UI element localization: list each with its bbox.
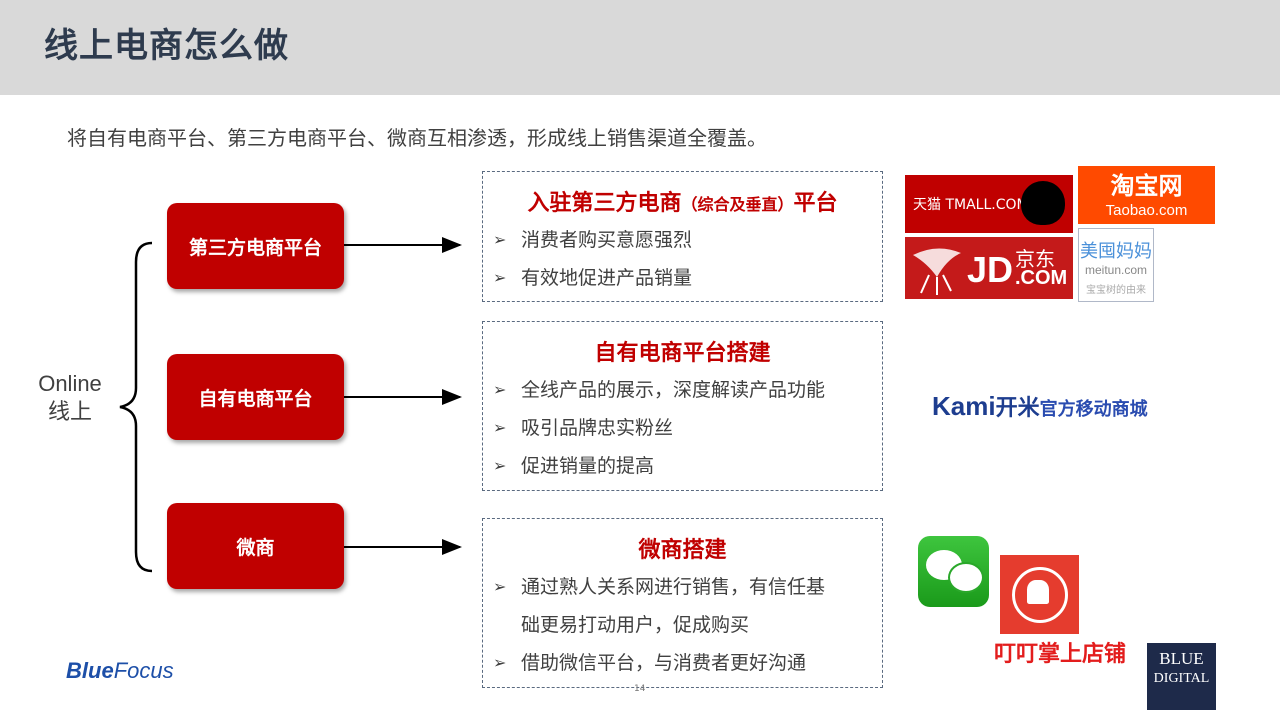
online-label-en: Online xyxy=(38,371,102,396)
tmall-cat-icon xyxy=(1021,181,1065,225)
info-title-main: 入驻第三方电商 xyxy=(527,191,682,216)
taobao-logo-cn: 淘宝网 xyxy=(1110,172,1183,200)
arrow-bullet-icon: ➢ xyxy=(493,230,507,249)
bullet-list: ➢ 通过熟人关系网进行销售，有信任基 础更易打动用户，促成购买 ➢ 借助微信平台，与… xyxy=(483,568,882,682)
kami-store-text: 官方移动商城 xyxy=(1039,399,1148,419)
arrow-bullet-icon: ➢ xyxy=(493,380,507,399)
bullet-text: 促进销量的提高 xyxy=(521,455,655,477)
info-title-end: 平台 xyxy=(793,191,838,216)
dingding-icon xyxy=(1000,555,1079,634)
channel-box-third-party: 第三方电商平台 xyxy=(167,203,344,289)
info-title: 自有电商平台搭建 xyxy=(594,341,771,366)
list-item: ➢ 消费者购买意愿强烈 xyxy=(483,221,882,259)
channel-box-own-platform: 自有电商平台 xyxy=(167,354,344,440)
bullet-text: 础更易打动用户，促成购买 xyxy=(521,614,750,636)
jd-logo-com: .COM xyxy=(1015,267,1068,289)
bluefocus-logo-blue: Blue xyxy=(66,658,114,683)
bluefocus-logo-focus: Focus xyxy=(113,658,174,683)
list-item: ➢ 借助微信平台，与消费者更好沟通 xyxy=(483,644,882,682)
subtitle-text: 将自有电商平台、第三方电商平台、微商互相渗透，形成线上销售渠道全覆盖。 xyxy=(67,126,767,150)
meitun-logo-en: meitun.com xyxy=(1084,263,1148,277)
bullet-list: ➢ 全线产品的展示，深度解读产品功能 ➢ 吸引品牌忠实粉丝 ➢ 促进销量的提高 xyxy=(483,371,882,485)
meitun-logo: 美囤妈妈 meitun.com 宝宝树的由来 xyxy=(1078,228,1154,302)
blue-digital-line2: DIGITAL xyxy=(1153,671,1210,686)
taobao-logo-en: Taobao.com xyxy=(1105,202,1188,219)
bullet-text: 借助微信平台，与消费者更好沟通 xyxy=(521,652,807,674)
taobao-logo: 淘宝网 Taobao.com xyxy=(1078,166,1215,224)
bullet-text: 有效地促进产品销量 xyxy=(521,267,693,289)
list-item: ➢ 促进销量的提高 xyxy=(483,447,882,485)
kami-logo: Kami开米官方移动商城 xyxy=(932,390,1148,422)
arrow-bullet-icon: ➢ xyxy=(493,456,507,475)
info-box-third-party: 入驻第三方电商（综合及垂直）平台 ➢ 消费者购买意愿强烈 ➢ 有效地促进产品销量 xyxy=(482,171,883,302)
jd-logo-cn: 京东 xyxy=(1015,249,1055,271)
list-item: ➢ 有效地促进产品销量 xyxy=(483,259,882,297)
info-title: 入驻第三方电商（综合及垂直）平台 xyxy=(483,185,882,217)
blue-digital-line1: BLUE xyxy=(1159,649,1204,668)
info-title: 微商搭建 xyxy=(638,538,727,563)
arrow-bullet-icon: ➢ xyxy=(493,268,507,287)
bullet-text: 消费者购买意愿强烈 xyxy=(521,229,693,251)
online-label: Online 线上 xyxy=(22,370,118,426)
list-item: ➢ 通过熟人关系网进行销售，有信任基 xyxy=(483,568,882,606)
list-item: 础更易打动用户，促成购买 xyxy=(483,606,882,644)
jd-logo: JD 京东 .COM xyxy=(905,237,1073,299)
page-number: 14 xyxy=(634,684,646,694)
tmall-logo: 天猫 TMALL.COM xyxy=(905,175,1073,233)
page-title: 线上电商怎么做 xyxy=(44,26,289,66)
jd-dog-icon xyxy=(913,248,961,295)
list-item: ➢ 吸引品牌忠实粉丝 xyxy=(483,409,882,447)
kami-logo-en: Kami xyxy=(932,391,996,421)
bullet-list: ➢ 消费者购买意愿强烈 ➢ 有效地促进产品销量 xyxy=(483,221,882,297)
bluefocus-logo: BlueFocus xyxy=(66,658,174,684)
arrow-bullet-icon: ➢ xyxy=(493,577,507,596)
list-item: ➢ 全线产品的展示，深度解读产品功能 xyxy=(483,371,882,409)
info-box-wechat-commerce: 微商搭建 ➢ 通过熟人关系网进行销售，有信任基 础更易打动用户，促成购买 ➢ 借助微… xyxy=(482,518,883,688)
title-bar: 线上电商怎么做 xyxy=(0,0,1280,95)
bullet-text: 全线产品的展示，深度解读产品功能 xyxy=(521,379,826,401)
meitun-logo-cn: 美囤妈妈 xyxy=(1080,241,1152,262)
info-box-own-platform: 自有电商平台搭建 ➢ 全线产品的展示，深度解读产品功能 ➢ 吸引品牌忠实粉丝 ➢ 促进… xyxy=(482,321,883,491)
arrow-bullet-icon: ➢ xyxy=(493,653,507,672)
kami-logo-cn: 开米 xyxy=(995,395,1040,420)
blue-digital-logo: BLUE DIGITAL xyxy=(1147,643,1216,710)
wechat-icon xyxy=(918,536,989,607)
tmall-logo-text: 天猫 TMALL.COM xyxy=(913,197,1029,213)
arrow-bullet-icon: ➢ xyxy=(493,418,507,437)
bullet-text: 吸引品牌忠实粉丝 xyxy=(521,417,674,439)
online-label-cn: 线上 xyxy=(47,399,92,424)
bullet-text: 通过熟人关系网进行销售，有信任基 xyxy=(521,576,826,598)
info-title-paren: （综合及垂直） xyxy=(681,195,794,214)
channel-box-wechat-commerce: 微商 xyxy=(167,503,344,589)
jd-logo-jd: JD xyxy=(967,249,1014,290)
meitun-logo-tagline: 宝宝树的由来 xyxy=(1086,285,1146,296)
dingding-label: 叮叮掌上店铺 xyxy=(994,642,1127,667)
brace xyxy=(119,241,153,573)
